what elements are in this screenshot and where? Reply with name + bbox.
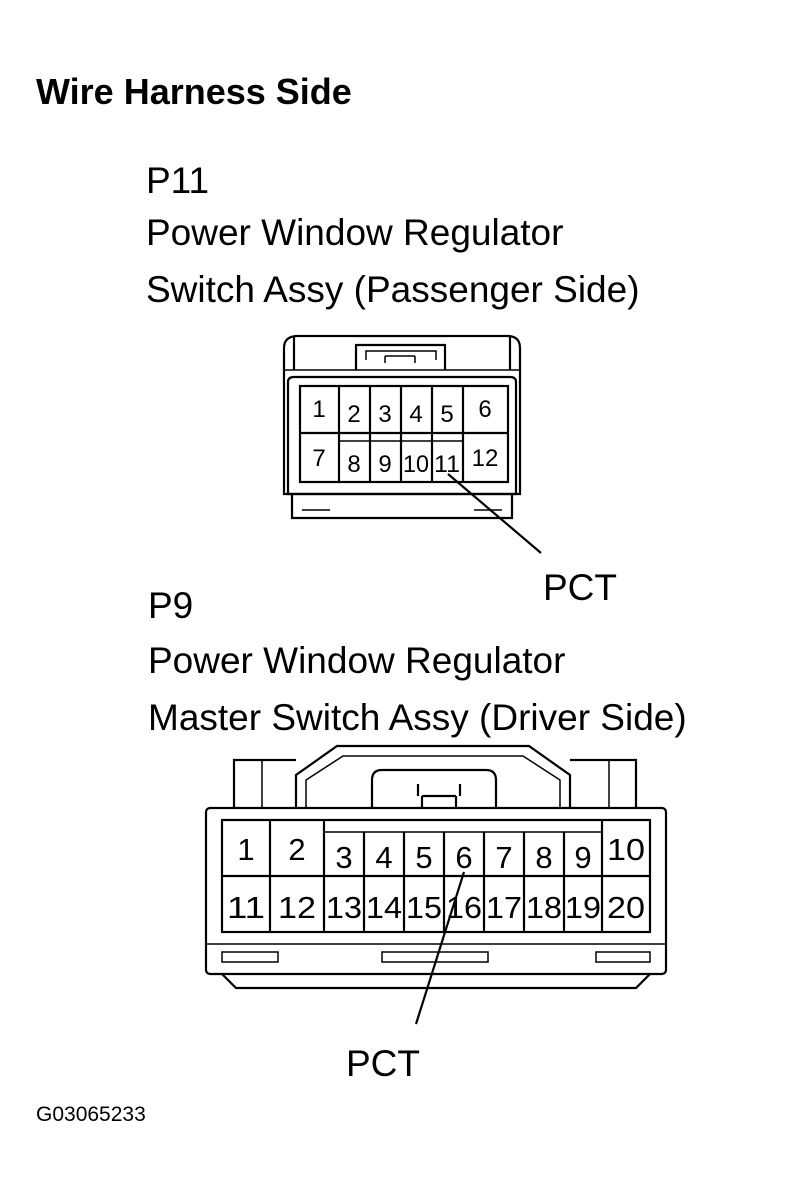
p9-pin-13: 13 xyxy=(326,890,362,925)
connector-p9-housing xyxy=(204,744,668,990)
p11-pct-callout: PCT xyxy=(543,567,617,608)
p11-pin-7: 7 xyxy=(312,445,325,472)
p11-pin-5: 5 xyxy=(440,401,453,428)
p11-pin-11: 11 xyxy=(434,451,460,478)
p11-pin-12: 12 xyxy=(472,445,499,472)
p11-pin-1: 1 xyxy=(312,396,325,423)
p9-pin-4: 4 xyxy=(375,840,392,875)
connector-p11-housing xyxy=(282,334,522,520)
p9-pin-10: 10 xyxy=(607,832,645,867)
p11-pin-2: 2 xyxy=(347,401,360,428)
p9-pin-12: 12 xyxy=(278,890,316,925)
p9-pin-6: 6 xyxy=(455,840,472,875)
connector-p11-name-line1: Power Window Regulator xyxy=(146,212,563,253)
connector-p11-name-line2: Switch Assy (Passenger Side) xyxy=(146,269,640,310)
p11-pin-6: 6 xyxy=(478,396,491,423)
p11-pin-10: 10 xyxy=(403,451,429,478)
p9-pin-17: 17 xyxy=(486,890,522,925)
p9-pin-18: 18 xyxy=(526,890,562,925)
p9-pin-2: 2 xyxy=(288,832,305,867)
p11-pin-9: 9 xyxy=(378,451,391,478)
p9-pin-5: 5 xyxy=(415,840,432,875)
p11-pct-leader-line xyxy=(447,473,542,554)
connector-p9-pins: 1 2 3 4 5 6 7 8 9 10 11 12 13 14 15 16 1… xyxy=(227,832,645,925)
p11-pin-3: 3 xyxy=(378,401,391,428)
p9-pin-11: 11 xyxy=(227,890,265,925)
p9-pin-3: 3 xyxy=(335,840,352,875)
p9-pin-8: 8 xyxy=(535,840,552,875)
p9-pin-14: 14 xyxy=(366,890,402,925)
connector-p11-id: P11 xyxy=(146,160,209,201)
p11-pin-8: 8 xyxy=(347,451,360,478)
connector-p11-pins: 1 2 3 4 5 6 7 8 9 10 11 12 xyxy=(312,396,498,478)
p9-pin-15: 15 xyxy=(406,890,442,925)
connector-p9: P9 Power Window Regulator Master Switch … xyxy=(148,585,687,1084)
connector-p11: P11 Power Window Regulator Switch Assy (… xyxy=(146,160,640,608)
figure-code: G03065233 xyxy=(36,1103,146,1126)
connector-p9-id: P9 xyxy=(148,585,193,626)
p9-pin-20: 20 xyxy=(607,890,645,925)
p9-pct-callout: PCT xyxy=(346,1043,420,1084)
connector-p9-name-line1: Power Window Regulator xyxy=(148,640,565,681)
connector-p9-name-line2: Master Switch Assy (Driver Side) xyxy=(148,697,687,738)
p9-pct-leader-line xyxy=(414,871,466,1025)
page-title: Wire Harness Side xyxy=(36,71,352,112)
p9-pin-16: 16 xyxy=(446,890,482,925)
p9-pin-7: 7 xyxy=(495,840,512,875)
p11-pin-4: 4 xyxy=(409,401,422,428)
p9-pin-9: 9 xyxy=(574,840,591,875)
p9-pin-1: 1 xyxy=(237,832,254,867)
p9-pin-19: 19 xyxy=(565,890,601,925)
